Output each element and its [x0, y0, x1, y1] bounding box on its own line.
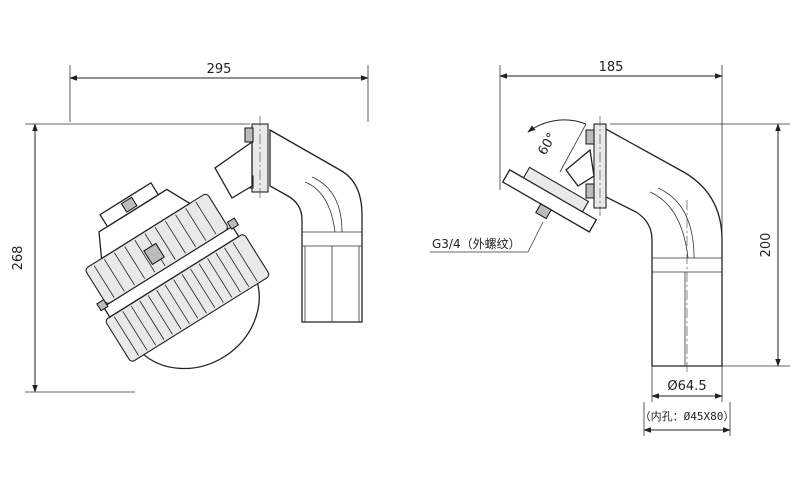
front-bracket-arm	[269, 128, 363, 323]
side-width-label: 185	[599, 60, 624, 75]
thread-note: G3/4（外螺纹）	[432, 237, 521, 251]
side-lamp-head-cap	[522, 166, 590, 213]
side-lamp-head	[501, 166, 598, 233]
front-top-cap	[98, 188, 191, 260]
angle-arc	[527, 119, 587, 133]
front-width-label: 295	[207, 62, 232, 77]
front-view: 295 268	[11, 62, 369, 393]
front-lamp-body	[85, 181, 270, 370]
side-bracket-arm	[603, 126, 723, 367]
side-lamp-connector	[565, 148, 595, 187]
front-glass-dome	[140, 279, 260, 370]
inner-hole-label: （内孔：Ø45X80）	[640, 409, 735, 423]
pipe-diameter-label: Ø64.5	[667, 379, 706, 394]
side-view: 185 200 60° G3/4（外螺纹）	[430, 60, 790, 436]
angle-label: 60°	[535, 131, 560, 158]
front-height-label: 268	[11, 246, 26, 271]
side-height-label: 200	[759, 233, 774, 258]
front-lamp-connector	[214, 140, 253, 199]
